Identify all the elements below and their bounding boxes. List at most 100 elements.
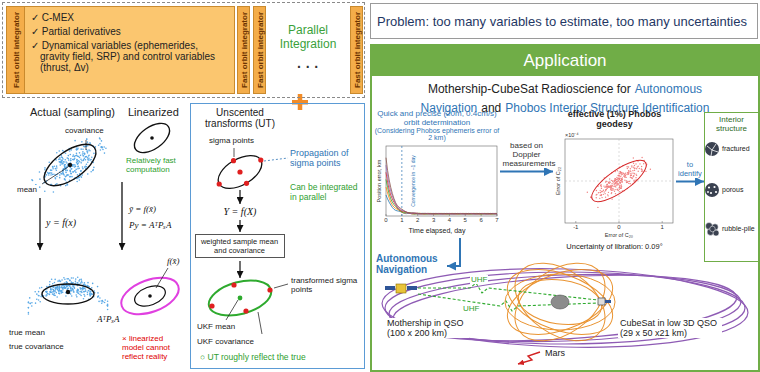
sample-cloud: [28, 301, 30, 303]
error-scatter: [616, 177, 617, 178]
error-scatter: [628, 166, 629, 167]
error-scatter: [608, 186, 609, 187]
flow-arrow: [239, 220, 240, 232]
sample-cloud: [72, 288, 74, 290]
sample-cloud: [85, 156, 87, 158]
sample-cloud: [89, 290, 91, 292]
sample-cloud: [70, 158, 72, 160]
error-scatter: [639, 168, 640, 169]
sample-cloud: [85, 289, 87, 291]
error-scatter: [619, 185, 620, 186]
sample-cloud: [74, 140, 76, 142]
error-scatter: [601, 191, 602, 192]
error-scatter: [637, 161, 638, 162]
error-scatter: [613, 182, 614, 183]
error-scatter: [626, 174, 627, 175]
error-scatter: [633, 166, 634, 167]
error-scatter: [621, 181, 622, 182]
error-scatter: [622, 179, 623, 180]
edge-label: to identify: [676, 160, 704, 178]
error-scatter: [611, 180, 612, 181]
sample-cloud: [62, 158, 64, 160]
sample-cloud: [55, 292, 57, 294]
sigma-points: [264, 158, 288, 161]
error-scatter: [633, 172, 634, 173]
flow-arrow: [239, 190, 240, 204]
true-covariance-ellipse: [42, 284, 94, 304]
sample-cloud: [80, 155, 82, 157]
ukf-ellipse: [258, 312, 262, 334]
porous-body: [713, 186, 715, 188]
linearized-ellipse: [129, 118, 174, 159]
sample-cloud: [76, 159, 78, 161]
sample-cloud: [64, 278, 66, 280]
error-scatter: [607, 194, 608, 195]
error-scatter: [617, 178, 618, 179]
cubesat-orbit: [515, 274, 604, 329]
sample-cloud: [82, 166, 84, 168]
sample-cloud: [64, 179, 66, 181]
sample-cloud: [67, 285, 69, 287]
orbit-label: Mothership in QSO (100 x 200 km): [385, 318, 469, 338]
sample-cloud: [82, 153, 84, 155]
sample-cloud: [90, 159, 92, 161]
sample-cloud: [73, 291, 75, 293]
sample-cloud: [81, 160, 83, 162]
error-scatter: [618, 175, 619, 176]
sample-cloud: [62, 163, 64, 165]
sample-cloud: [71, 281, 73, 283]
sample-cloud: [53, 290, 55, 292]
error-scatter: [633, 163, 634, 164]
box-text: weighted sample mean and covariance: [199, 237, 281, 255]
covariance-ellipse: [68, 163, 72, 167]
callout-label: AᵀPₓA: [96, 314, 121, 324]
error-scatter: [612, 180, 613, 181]
sample-cloud: [28, 276, 109, 314]
sample-cloud: [53, 293, 55, 295]
error-scatter: [610, 189, 611, 190]
process-box: weighted sample mean and covariance: [195, 234, 285, 258]
sample-cloud: [107, 305, 109, 307]
error-scatter: [615, 180, 616, 181]
sample-cloud: [77, 166, 79, 168]
error-scatter: [610, 188, 611, 189]
sample-cloud: [67, 288, 69, 290]
error-scatter: [631, 165, 632, 166]
error-scatter: [620, 171, 621, 172]
error-scatter: [621, 179, 622, 180]
sample-cloud: [66, 286, 68, 288]
error-scatter: [607, 186, 608, 187]
error-scatter: [619, 177, 620, 178]
check-item: ✓ C-MEX: [31, 12, 230, 23]
sample-cloud: [84, 152, 86, 154]
covariance-ellipse: [86, 140, 87, 150]
plot-area: ×10⁻⁴-101Error of C₂₀Error of C₂₂: [553, 131, 676, 240]
sample-cloud: [83, 291, 85, 293]
sample-cloud: [52, 291, 54, 293]
error-scatter: [618, 178, 619, 179]
error-scatter: [617, 189, 618, 190]
ukf-ellipse: [231, 282, 236, 287]
sample-cloud: [55, 168, 57, 170]
sample-cloud: [41, 287, 43, 289]
error-scatter: [645, 171, 646, 172]
error-scatter: [621, 179, 622, 180]
error-scatter: [634, 168, 635, 169]
sample-cloud: [29, 297, 31, 299]
sample-cloud: [56, 152, 58, 154]
sample-cloud: [107, 300, 109, 302]
sample-cloud: [101, 146, 103, 148]
true-covariance-ellipse: [42, 284, 94, 304]
error-scatter: [596, 197, 597, 198]
error-scatter: [616, 184, 617, 185]
sample-cloud: [65, 152, 67, 154]
sample-cloud: [63, 161, 65, 163]
sample-cloud: [64, 166, 66, 168]
sample-cloud: [34, 291, 36, 293]
sample-cloud: [88, 159, 90, 161]
sample-cloud: [80, 278, 82, 280]
sample-cloud: [79, 291, 81, 293]
sample-cloud: [72, 289, 74, 291]
